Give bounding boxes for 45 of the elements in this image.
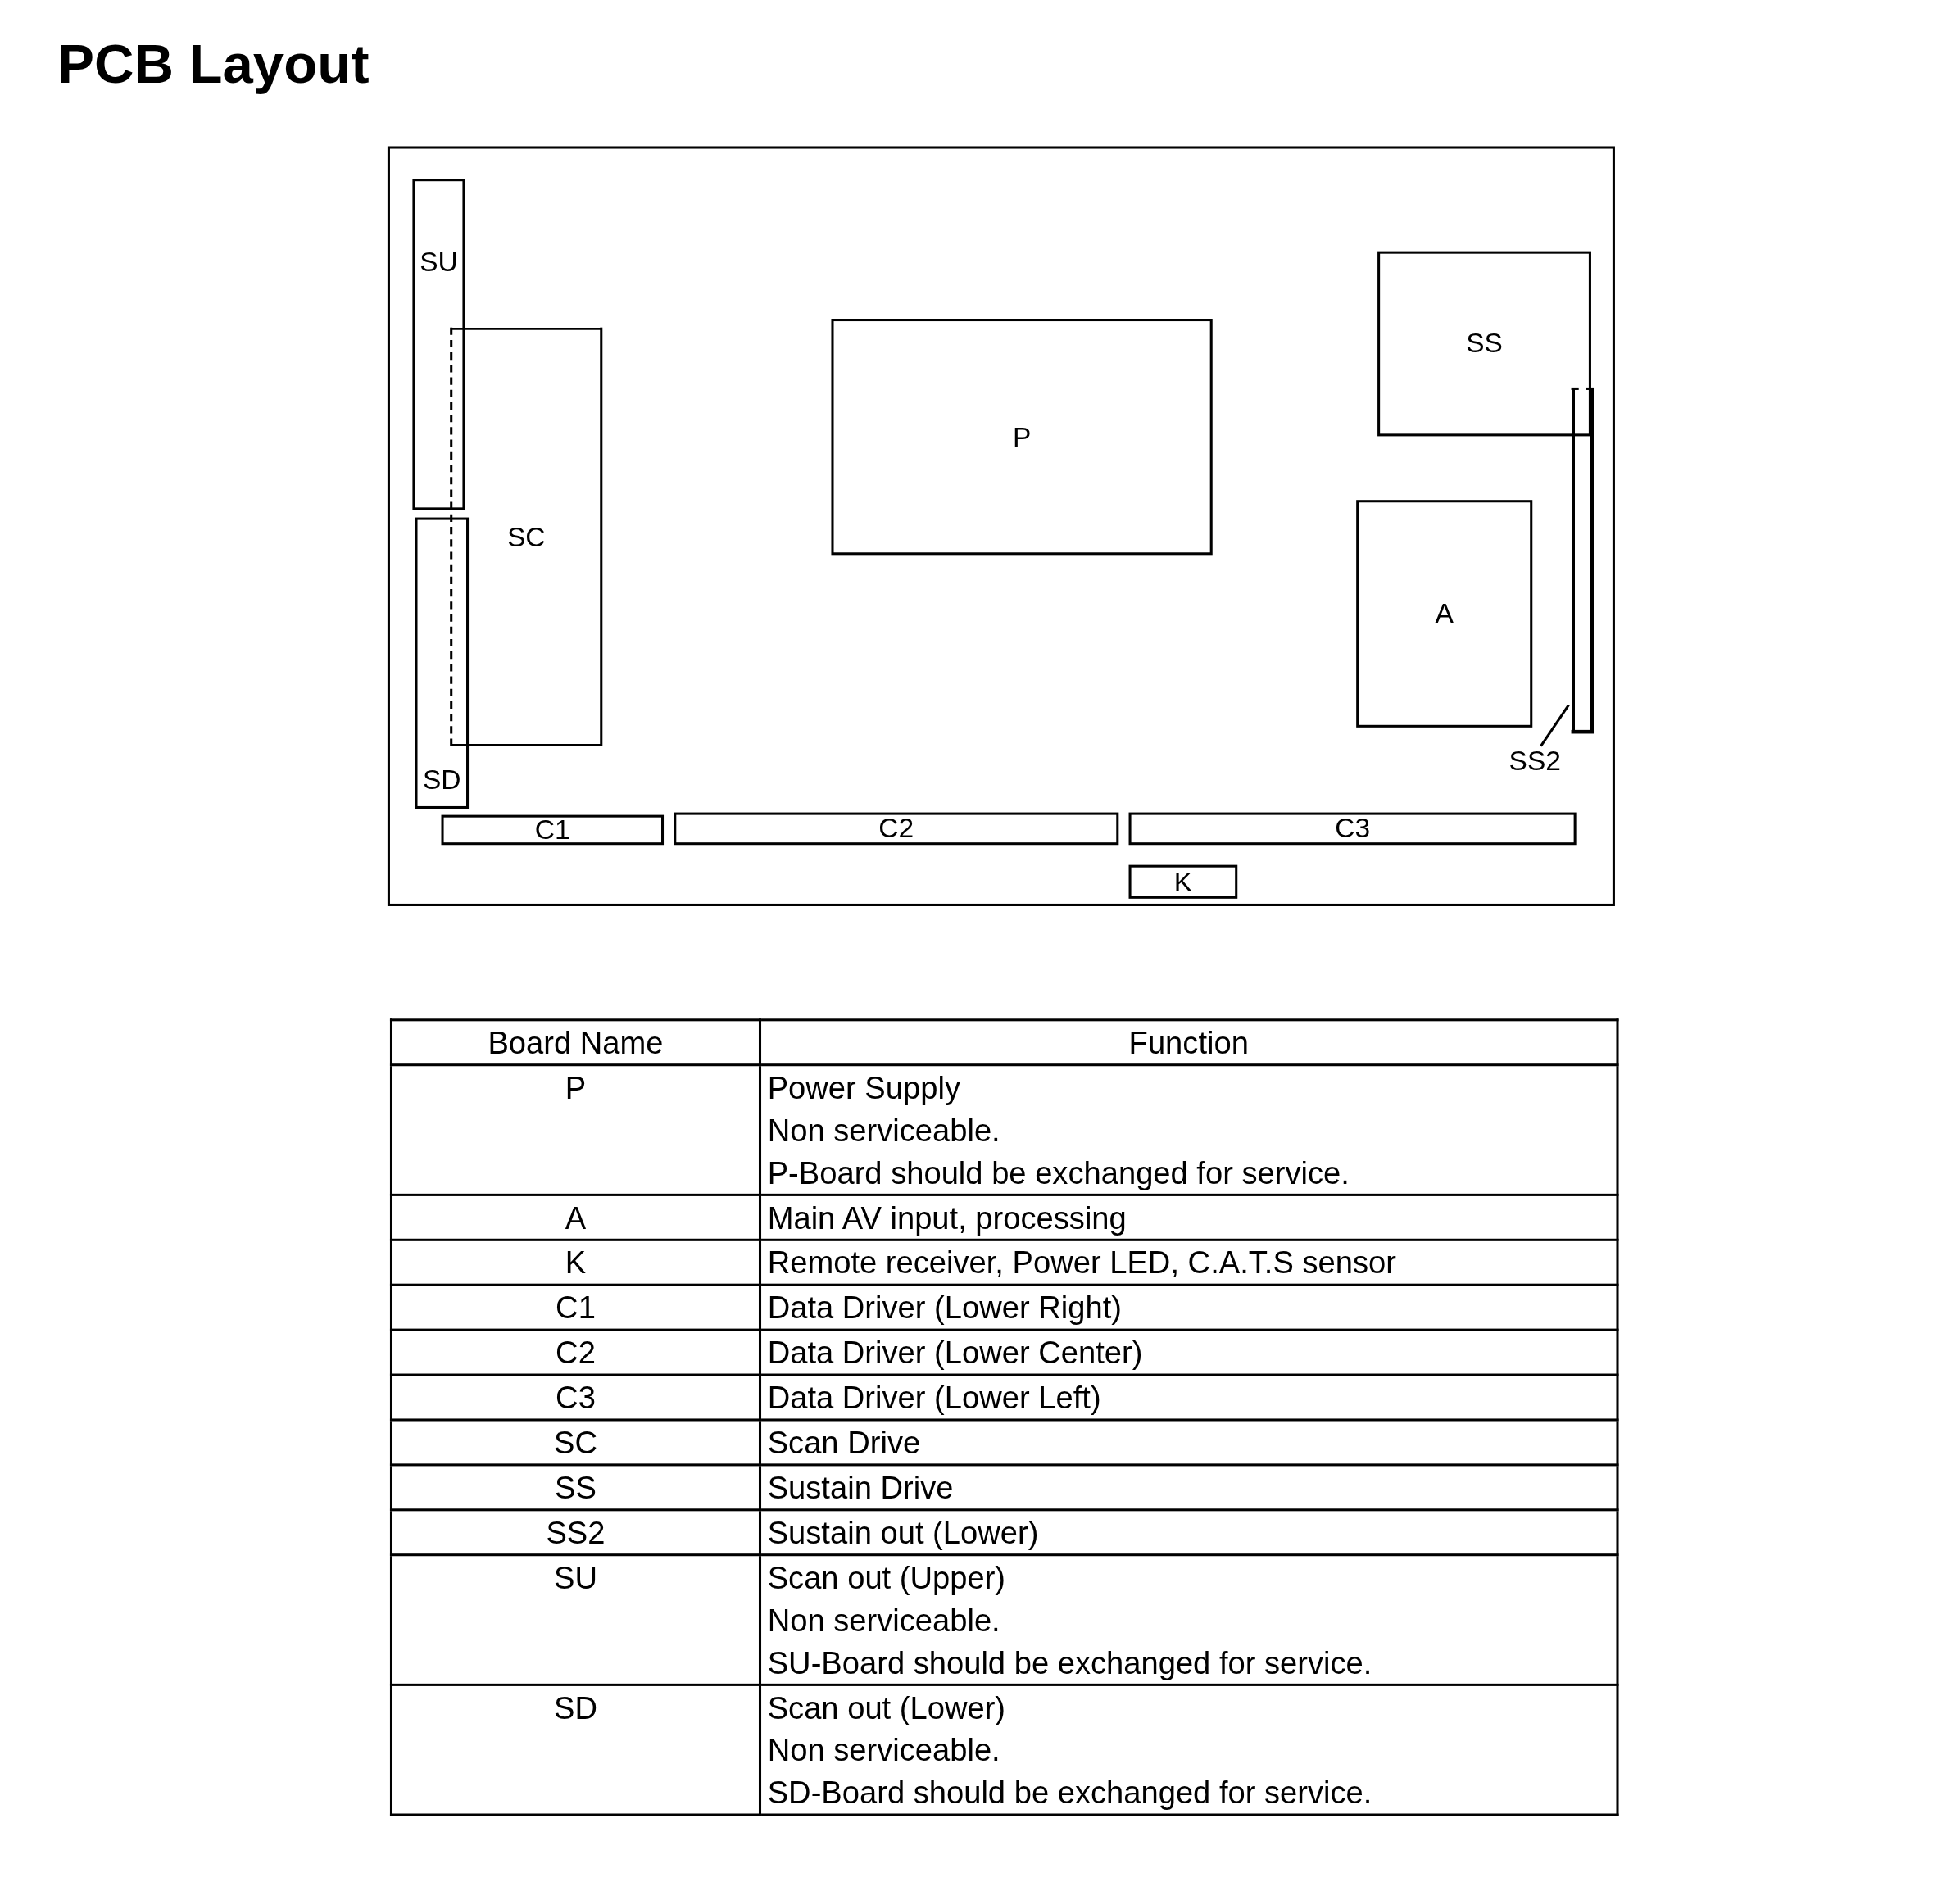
- column-header: Board Name: [488, 1023, 664, 1062]
- circuit-board: SD: [415, 517, 470, 809]
- board-name: C3: [556, 1379, 596, 1417]
- board-name: C2: [556, 1334, 596, 1372]
- circuit-board: K: [1128, 864, 1238, 899]
- function-text: Sustain Drive: [767, 1469, 954, 1507]
- page-title: PCB Layout: [57, 32, 370, 95]
- board-name: K: [565, 1244, 587, 1282]
- circuit-board: SC: [450, 327, 603, 746]
- function-text: P-Board should be exchanged for service.: [767, 1154, 1350, 1192]
- board-name: SU: [554, 1558, 597, 1597]
- circuit-board: C3: [1128, 812, 1577, 846]
- board-name: SC: [554, 1424, 597, 1462]
- circuit-board: C2: [674, 812, 1119, 846]
- board-name: SS: [555, 1469, 597, 1507]
- circuit-board: C1: [441, 814, 665, 846]
- circuit-board: SU: [412, 179, 465, 510]
- function-text: Data Driver (Lower Left): [767, 1379, 1101, 1417]
- function-text: Power Supply: [767, 1068, 960, 1107]
- function-text: Scan Drive: [767, 1424, 921, 1462]
- function-text: Non serviceable.: [767, 1601, 1000, 1639]
- circuit-board: SS: [1377, 251, 1591, 437]
- board-label: SS2: [1499, 745, 1571, 782]
- board-name: SD: [554, 1689, 597, 1727]
- function-text: Non serviceable.: [767, 1111, 1000, 1150]
- function-text: Main AV input, processing: [767, 1199, 1127, 1237]
- column-header: Function: [1128, 1023, 1249, 1062]
- circuit-board: A: [1356, 500, 1533, 728]
- board-name: C1: [556, 1289, 596, 1327]
- function-text: Sustain out (Lower): [767, 1513, 1039, 1552]
- function-text: SU-Board should be exchanged for service.: [767, 1644, 1372, 1682]
- board-name: A: [565, 1199, 587, 1237]
- board-name: SS2: [546, 1513, 606, 1552]
- function-text: SD-Board should be exchanged for service.: [767, 1774, 1372, 1812]
- leader-line: [1540, 704, 1570, 747]
- board-name: P: [565, 1068, 587, 1107]
- function-text: Remote receiver, Power LED, C.A.T.S sensor: [767, 1244, 1396, 1282]
- function-text: Data Driver (Lower Right): [767, 1289, 1122, 1327]
- chassis-outline: [387, 146, 1615, 906]
- function-text: Non serviceable.: [767, 1731, 1000, 1770]
- function-text: Scan out (Lower): [767, 1689, 1006, 1727]
- function-text: Data Driver (Lower Center): [767, 1334, 1143, 1372]
- function-text: Scan out (Upper): [767, 1558, 1006, 1597]
- circuit-board: P: [831, 319, 1213, 556]
- circuit-board: [1571, 387, 1594, 734]
